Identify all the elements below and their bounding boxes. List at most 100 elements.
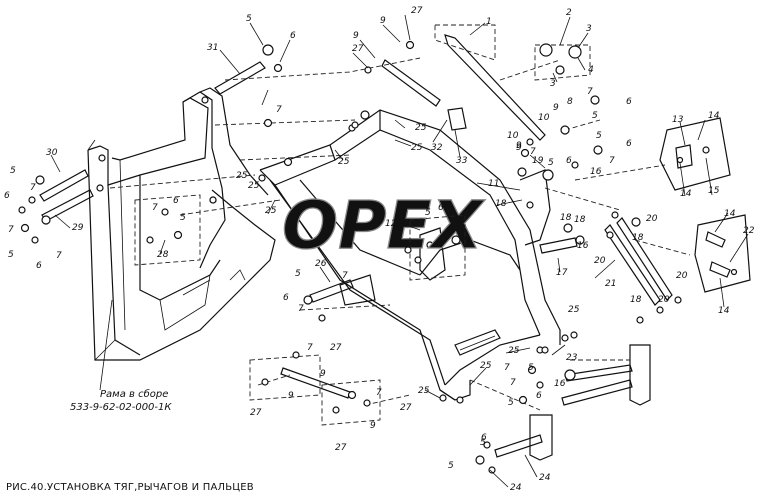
callout-label: 6 bbox=[36, 261, 42, 271]
callout-label: 2 bbox=[566, 8, 572, 18]
callout-label: 5 bbox=[10, 166, 16, 176]
watermark-text: OPEX bbox=[282, 187, 486, 264]
callout-label: 9 bbox=[553, 103, 559, 113]
main-boom bbox=[259, 109, 569, 402]
callout-label: 25 bbox=[480, 361, 492, 371]
callout-label: 25 bbox=[265, 206, 277, 216]
callout-label: 17 bbox=[556, 268, 568, 278]
callout-label: 5 bbox=[548, 158, 554, 168]
callout-label: 30 bbox=[46, 148, 58, 158]
callout-label: 7 bbox=[342, 271, 348, 281]
callout-label: 16 bbox=[554, 379, 566, 389]
callout-label: 7 bbox=[30, 183, 36, 193]
callout-label: 6 bbox=[626, 97, 632, 107]
callout-label: 16 bbox=[590, 167, 602, 177]
callout-label: 9 bbox=[370, 421, 376, 431]
callout-label: 20 bbox=[646, 214, 658, 224]
callout-label: 29 bbox=[72, 223, 84, 233]
callout-label: 7 bbox=[152, 203, 158, 213]
callout-label: 10 bbox=[507, 131, 519, 141]
callout-label: 7 bbox=[56, 251, 62, 261]
callout-label: 18 bbox=[560, 213, 572, 223]
leader-lines bbox=[50, 14, 749, 488]
callout-label: 24 bbox=[539, 473, 551, 483]
callout-label: 5 bbox=[295, 269, 301, 279]
callout-label: 5 bbox=[425, 208, 431, 218]
fasteners bbox=[18, 40, 682, 474]
callout-label: 6 bbox=[283, 293, 289, 303]
callout-label: 9 bbox=[288, 391, 294, 401]
callout-label: 18 bbox=[574, 215, 586, 225]
callout-label: 18 bbox=[632, 233, 644, 243]
callout-label: 24 bbox=[510, 483, 522, 493]
callout-label: 6 bbox=[626, 139, 632, 149]
callout-label: 25 bbox=[568, 305, 580, 315]
callout-label: 5 bbox=[480, 438, 486, 448]
callout-label: 5 bbox=[8, 250, 14, 260]
callout-label: 14 bbox=[708, 111, 720, 121]
callout-label: 9 bbox=[320, 369, 326, 379]
callout-label: 27 bbox=[330, 343, 342, 353]
callout-label: 12 bbox=[385, 219, 397, 229]
callout-label: 23 bbox=[566, 353, 578, 363]
callout-label: 7 bbox=[376, 388, 382, 398]
callout-label: 25 bbox=[415, 123, 427, 133]
callout-label: 7 bbox=[298, 304, 304, 314]
callout-label: 25 bbox=[508, 346, 520, 356]
callout-label: 6 bbox=[4, 191, 10, 201]
callout-label: 20 bbox=[676, 271, 688, 281]
callout-label: 11 bbox=[488, 179, 499, 189]
callout-label: 22 bbox=[743, 226, 755, 236]
callout-label: 3 bbox=[586, 24, 592, 34]
callout-label: 14 bbox=[680, 189, 692, 199]
callout-label: 5 bbox=[448, 461, 454, 471]
callout-label: 20 bbox=[594, 256, 606, 266]
callout-label: 6 bbox=[566, 156, 572, 166]
callout-label: 6 bbox=[438, 203, 444, 213]
callout-label: 7 bbox=[510, 378, 516, 388]
callout-label: 5 bbox=[180, 213, 186, 223]
callout-label: 7 bbox=[530, 147, 536, 157]
callout-label: 25 bbox=[248, 181, 260, 191]
callout-label: 25 bbox=[338, 157, 350, 167]
callout-label: 27 bbox=[250, 408, 262, 418]
callout-label: 20 bbox=[658, 295, 670, 305]
callout-label: 28 bbox=[157, 250, 169, 260]
callout-label: 18 bbox=[495, 199, 507, 209]
callout-label: 6 bbox=[481, 433, 487, 443]
frame-note-line2: 533-9-62-02-000-1К bbox=[70, 402, 172, 413]
callout-label: 3 bbox=[550, 79, 556, 89]
detail-balloons bbox=[659, 117, 751, 293]
callout-label: 7 bbox=[587, 87, 593, 97]
callout-label: 27 bbox=[352, 44, 364, 54]
callout-label: 25 bbox=[418, 386, 430, 396]
callout-label: 32 bbox=[431, 143, 443, 153]
callout-label: 5 bbox=[528, 363, 534, 373]
callout-label: 1 bbox=[486, 17, 492, 27]
callout-label: 9 bbox=[516, 143, 522, 153]
callout-label: 7 bbox=[504, 363, 510, 373]
callout-label: 4 bbox=[588, 65, 594, 75]
callout-label: 27 bbox=[335, 443, 347, 453]
callout-label: 5 bbox=[246, 14, 252, 24]
callout-label: 9 bbox=[353, 31, 359, 41]
callout-label: 9 bbox=[380, 16, 386, 26]
callout-label: 6 bbox=[290, 31, 296, 41]
callout-label: 10 bbox=[538, 113, 550, 123]
callout-label: 31 bbox=[207, 43, 218, 53]
callout-label: 7 bbox=[276, 105, 282, 115]
callout-label: 18 bbox=[630, 295, 642, 305]
callout-label: 7 bbox=[8, 225, 14, 235]
callout-label: 7 bbox=[307, 343, 313, 353]
callout-label: 33 bbox=[456, 156, 468, 166]
callout-label: 25 bbox=[236, 171, 248, 181]
figure-caption: РИС.40.УСТАНОВКА ТЯГ,РЫЧАГОВ И ПАЛЬЦЕВ bbox=[6, 482, 254, 493]
callout-label: 6 bbox=[173, 196, 179, 206]
callout-label: 15 bbox=[708, 186, 720, 196]
frame-note-line1: Рама в сборе bbox=[100, 388, 168, 400]
callout-label: 25 bbox=[411, 143, 423, 153]
callout-label: 7 bbox=[609, 156, 615, 166]
callout-label: 16 bbox=[577, 241, 589, 251]
